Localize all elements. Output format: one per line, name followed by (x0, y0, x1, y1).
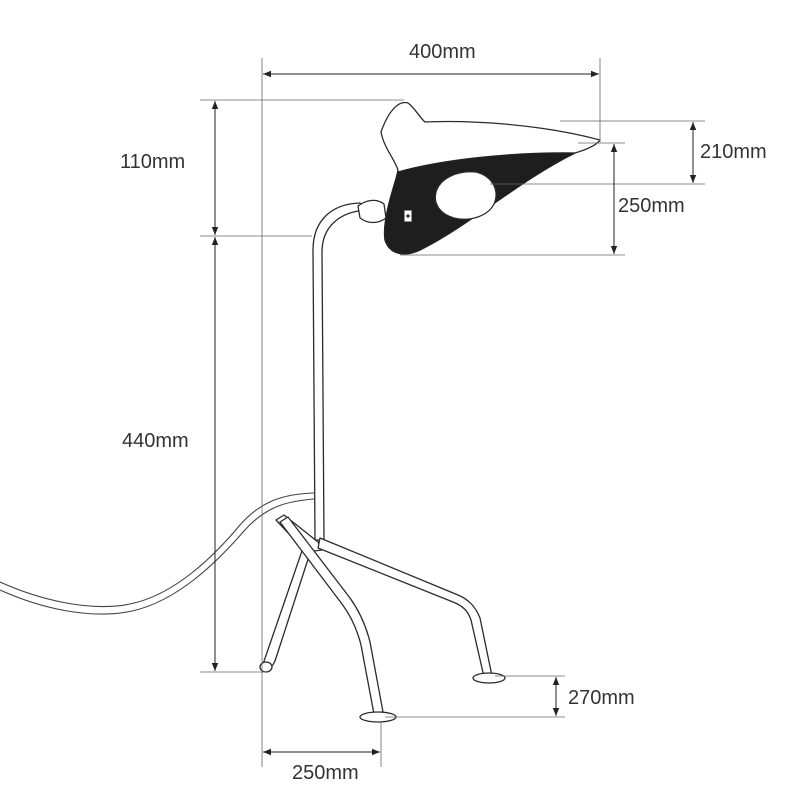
label-base-width: 250mm (292, 762, 359, 784)
label-stem-height: 440mm (122, 430, 189, 452)
label-foot-depth: 270mm (568, 687, 635, 709)
switch-dot (406, 214, 410, 218)
shade-collar (357, 199, 387, 224)
label-shade-depth: 210mm (700, 141, 767, 163)
light-bulb (434, 171, 497, 220)
label-shade-top-height: 110mm (120, 151, 185, 173)
label-shade-height: 250mm (618, 195, 685, 217)
lamp-stem (312, 202, 367, 541)
power-cord-outline (0, 498, 315, 615)
foot-pad-right (472, 672, 506, 684)
dimension-labels: 400mm 110mm 440mm 210mm 250mm 270mm 250m… (120, 41, 767, 784)
extension-lines (200, 58, 705, 767)
label-overall-width: 400mm (409, 41, 476, 63)
dimension-arrows (211, 70, 697, 756)
power-cord (0, 492, 315, 608)
tripod-leg-left (261, 547, 312, 670)
lamp-illustration (0, 101, 601, 723)
